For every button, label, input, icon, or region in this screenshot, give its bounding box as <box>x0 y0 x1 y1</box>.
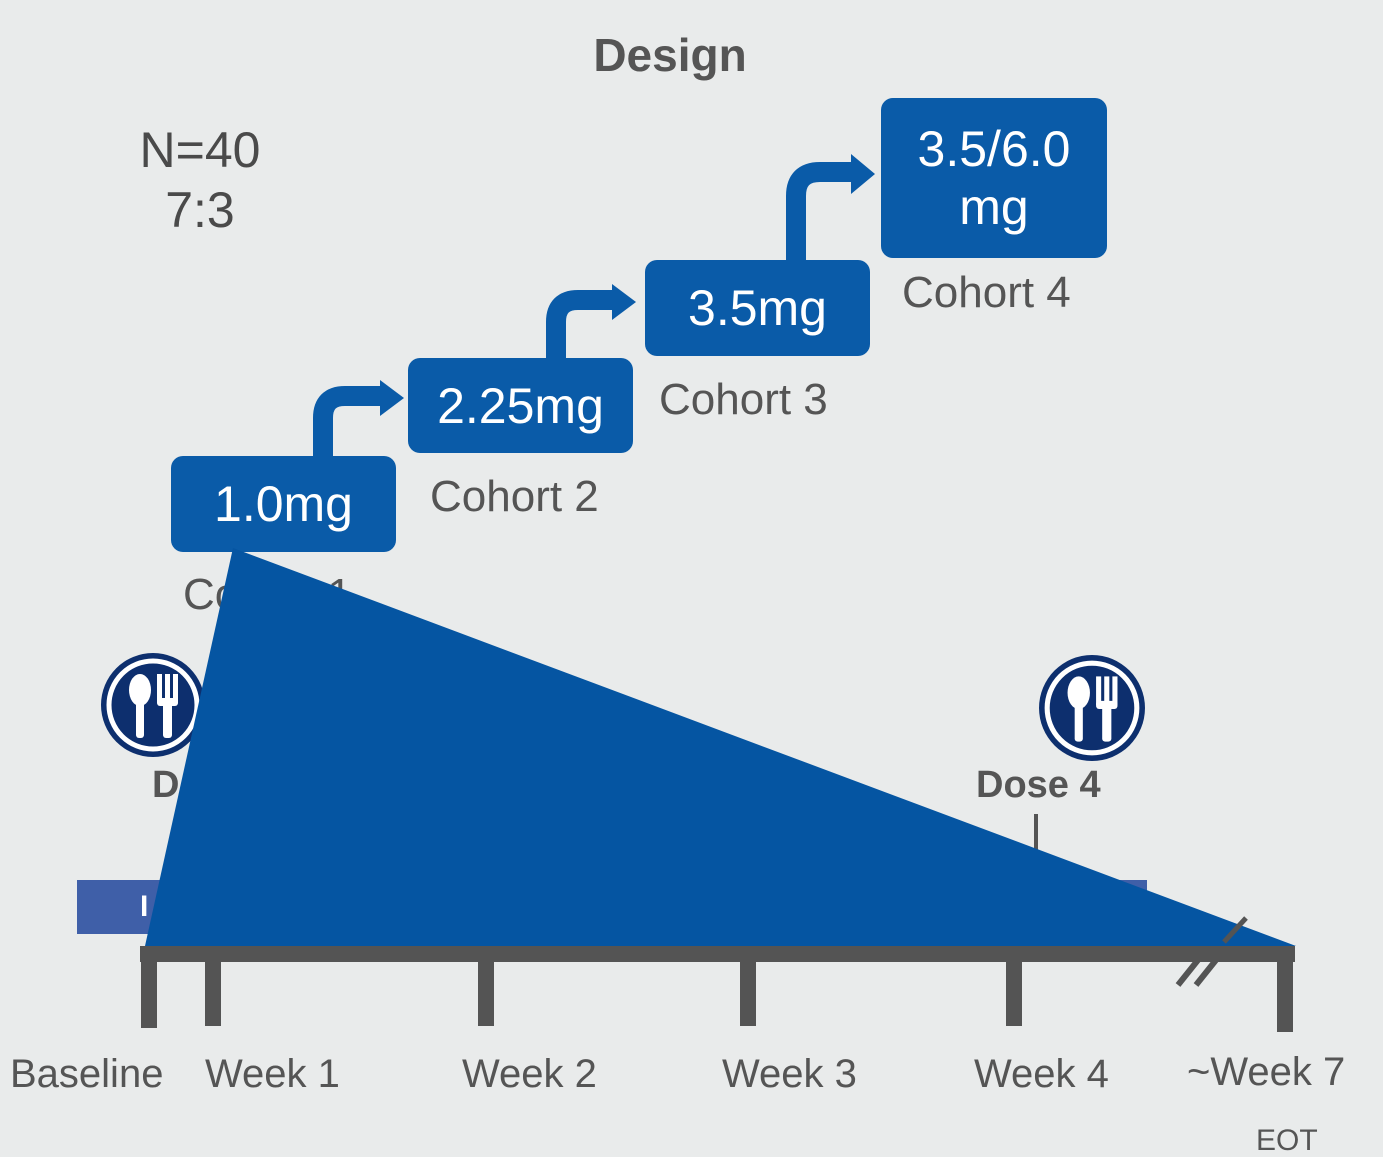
sample-size: N=40 <box>139 122 261 178</box>
timeline-break-mark-2 <box>1193 948 1227 987</box>
step-arrow-2 <box>546 290 614 358</box>
timeline-label-week-3: Week 3 <box>722 1052 857 1096</box>
timeline-label-week-7: ~Week 7 <box>1187 1050 1346 1094</box>
step-arrow-head-1 <box>380 380 404 416</box>
diagram-title: Design <box>593 29 747 81</box>
cohort-2-label: Cohort 2 <box>430 472 599 521</box>
cohort-3-dose-box: 3.5mg <box>645 260 870 356</box>
step-arrow-3 <box>786 162 853 262</box>
enrollment-info: N=40 7:3 <box>100 120 300 240</box>
timeline-tick-week-7 <box>1277 946 1293 1032</box>
timeline-tick-week-4 <box>1006 946 1022 1026</box>
dose-1-label-partial: D <box>152 764 180 806</box>
step-arrow-head-2 <box>612 284 636 320</box>
timeline-label-week-2: Week 2 <box>462 1052 597 1096</box>
timeline-tick-week-3 <box>740 946 756 1026</box>
dose-4-marker-line <box>1034 814 1038 852</box>
timeline-break-mark-1 <box>1175 948 1209 987</box>
timeline-label-baseline: Baseline <box>10 1052 164 1096</box>
fork-spoon-icon <box>1039 655 1145 761</box>
step-arrow-head-3 <box>851 154 875 194</box>
timeline-tick-week-1 <box>205 946 221 1026</box>
cohort-1-dose-box: 1.0mg <box>171 456 396 552</box>
cohort-2-dose-box: 2.25mg <box>408 358 633 453</box>
cohort-4-dose-box: 3.5/6.0 mg <box>881 98 1107 258</box>
timeline-tick-baseline <box>141 946 157 1028</box>
treatment-period-bar-label: I <box>140 890 149 923</box>
cohort-3-label: Cohort 3 <box>659 375 828 424</box>
cohort-4-label: Cohort 4 <box>902 268 1071 317</box>
timeline-break-mark-3 <box>1222 916 1248 944</box>
timeline-baseline <box>140 946 1295 962</box>
timeline-label-week-4: Week 4 <box>974 1052 1109 1096</box>
timeline-tick-week-2 <box>478 946 494 1026</box>
timeline-label-week-1: Week 1 <box>205 1052 340 1096</box>
step-arrow-1 <box>313 386 382 458</box>
randomization-ratio: 7:3 <box>165 182 235 238</box>
fork-spoon-icon <box>101 653 205 757</box>
dose-4-label: Dose 4 <box>976 764 1101 806</box>
end-of-treatment-label: EOT <box>1256 1124 1318 1157</box>
